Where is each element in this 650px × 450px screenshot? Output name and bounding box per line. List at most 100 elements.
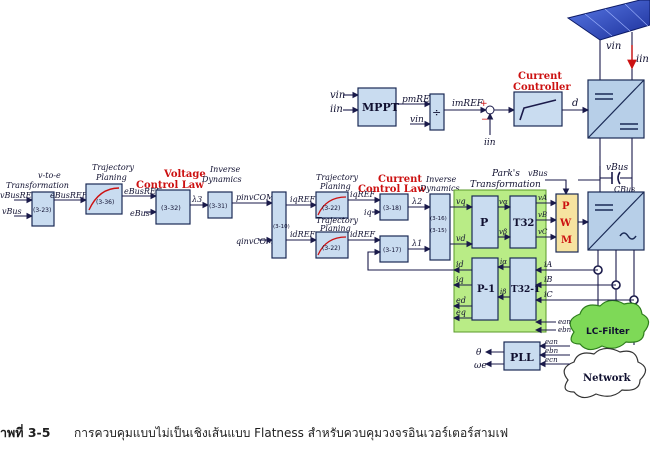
vin-div-label: vin [410, 115, 424, 125]
pwm-w: W [559, 218, 572, 229]
idref2-label: idREF [350, 230, 376, 239]
pinv-label: P-1 [477, 284, 495, 295]
lambda1-label: λ1 [411, 239, 422, 248]
parks-transformation-panel: P T32 P-1 T32-1 [453, 189, 547, 333]
ibeta-label: iβ [500, 288, 506, 296]
omega-label: ωe [474, 361, 487, 371]
current-control-block-q: (3-18) [379, 193, 409, 221]
pll-block: PLL [503, 341, 541, 371]
ebn-label: ebn [558, 326, 572, 334]
iin-panel-label: iin [636, 54, 649, 65]
lc-filter: LC-Filter [569, 299, 650, 351]
vbeta-label: vβ [499, 228, 507, 236]
vtoe-title: v-to-e [38, 171, 61, 180]
pinvcom-label: pinvCOM [236, 193, 275, 202]
vtoe-block: (3-23) [31, 191, 55, 227]
iq-label: iq [456, 275, 464, 284]
valpha-label: vα [499, 198, 508, 206]
ialpha-label: iα [500, 258, 507, 266]
dc-bus-capacitor-icon [600, 171, 632, 185]
t32inv-label: T32-1 [511, 285, 540, 295]
vq-label: vq [456, 197, 466, 206]
traj3-title: Trajectory [316, 216, 358, 225]
iq-fb-label: iq [364, 208, 372, 217]
current-law-title-2: Control Law [358, 184, 426, 195]
current-controller-title-2: Controller [513, 82, 571, 93]
mppt-label: MPPT [362, 101, 400, 114]
pwm-block: P W M [555, 193, 579, 253]
iqref-label: iqREF [290, 195, 316, 204]
duty-label: d [572, 98, 578, 109]
eq332-label: (3-32) [161, 204, 181, 212]
iC-label: iC [544, 290, 553, 299]
dcdc-converter [587, 79, 645, 139]
current-controller-title: Current [518, 71, 562, 82]
inverse-dynamics-block-2: (3-16) (3-15) [429, 193, 451, 261]
svg-text:−: − [481, 115, 489, 125]
ebn-pll-label: ebn [545, 347, 559, 355]
eq322b-label: (3-22) [322, 245, 340, 252]
pll-label: PLL [510, 351, 534, 364]
vtoe-title-2: Transformation [6, 181, 69, 190]
vbus-converter-label: vBus [606, 163, 628, 173]
eq315-label: (3-15) [430, 228, 447, 234]
vA-label: vA [538, 194, 547, 202]
ebus-label: eBus [130, 209, 150, 218]
network-label: Network [583, 373, 632, 384]
iin-mppt-label: iin [330, 104, 343, 115]
ecn-pll-label: ecn [545, 356, 558, 364]
t32-label: T32 [513, 218, 534, 229]
iqref2-label: iqREF [350, 190, 376, 199]
eq331-label: (3-31) [209, 203, 227, 210]
eq322a-label: (3-22) [322, 205, 340, 212]
eq317-label: (3-17) [383, 247, 401, 254]
eq318-label: (3-18) [383, 205, 401, 212]
iin-feedback-label: iin [484, 138, 496, 148]
ebusref-left-label: eBusREF [50, 191, 88, 200]
solar-panel-icon [566, 0, 650, 41]
lambda2-label: λ2 [411, 197, 422, 206]
eq310-label: (3-10) [273, 224, 290, 230]
traj1-title: Trajectory [92, 163, 134, 172]
theta-label: θ [476, 348, 482, 358]
ed-label: ed [456, 296, 466, 305]
svg-text:+: + [480, 99, 488, 109]
cbus-label: CBus [614, 185, 635, 194]
imref-label: imREF [452, 99, 484, 109]
inverse-dynamics-block-1: (3-31) [207, 191, 233, 219]
idref-label: idREF [290, 230, 316, 239]
parks-title: Park's [491, 169, 520, 179]
iB-label: iB [544, 275, 553, 284]
vbus-pwm-label: vBus [528, 169, 548, 178]
ean-label: ean [558, 318, 571, 326]
vd-label: vd [456, 234, 466, 243]
invdyn1-title: Inverse [209, 165, 240, 174]
figure-caption: การควบคุมแบบไม่เป็นเชิงเส้นแบบ Flatness … [74, 425, 508, 441]
vin-panel-label: vin [606, 41, 621, 52]
trajectory-block-1: (3-36) [85, 183, 123, 215]
traj2-title: Trajectory [316, 173, 358, 182]
invdyn2-title: Inverse [425, 175, 456, 184]
vC-label: vC [538, 228, 548, 236]
eq316-label: (3-16) [430, 216, 447, 222]
mppt-block: MPPT [357, 87, 400, 127]
lc-filter-label: LC-Filter [586, 327, 630, 337]
vbusref-label: vBusREF [0, 191, 38, 200]
ebusref-label: eBusREF [124, 187, 162, 196]
trajectory-block-2: (3-22) [315, 191, 349, 219]
current-controller-block [513, 91, 563, 127]
eq336-label: (3-36) [96, 199, 114, 206]
pwm-p: P [562, 201, 570, 212]
vbus-left-label: vBus [2, 207, 22, 216]
network: Network [563, 347, 647, 399]
eq323-label: (3-23) [33, 207, 51, 214]
invdyn2-title-2: Dynamics [419, 184, 460, 193]
dcac-inverter [587, 191, 645, 251]
traj1-title-2: Planing [95, 173, 127, 182]
invdyn1-title-2: Dynamics [201, 175, 242, 184]
current-law-title: Current [378, 174, 422, 185]
p-label: P [480, 216, 488, 229]
vin-mppt-label: vin [330, 90, 345, 101]
